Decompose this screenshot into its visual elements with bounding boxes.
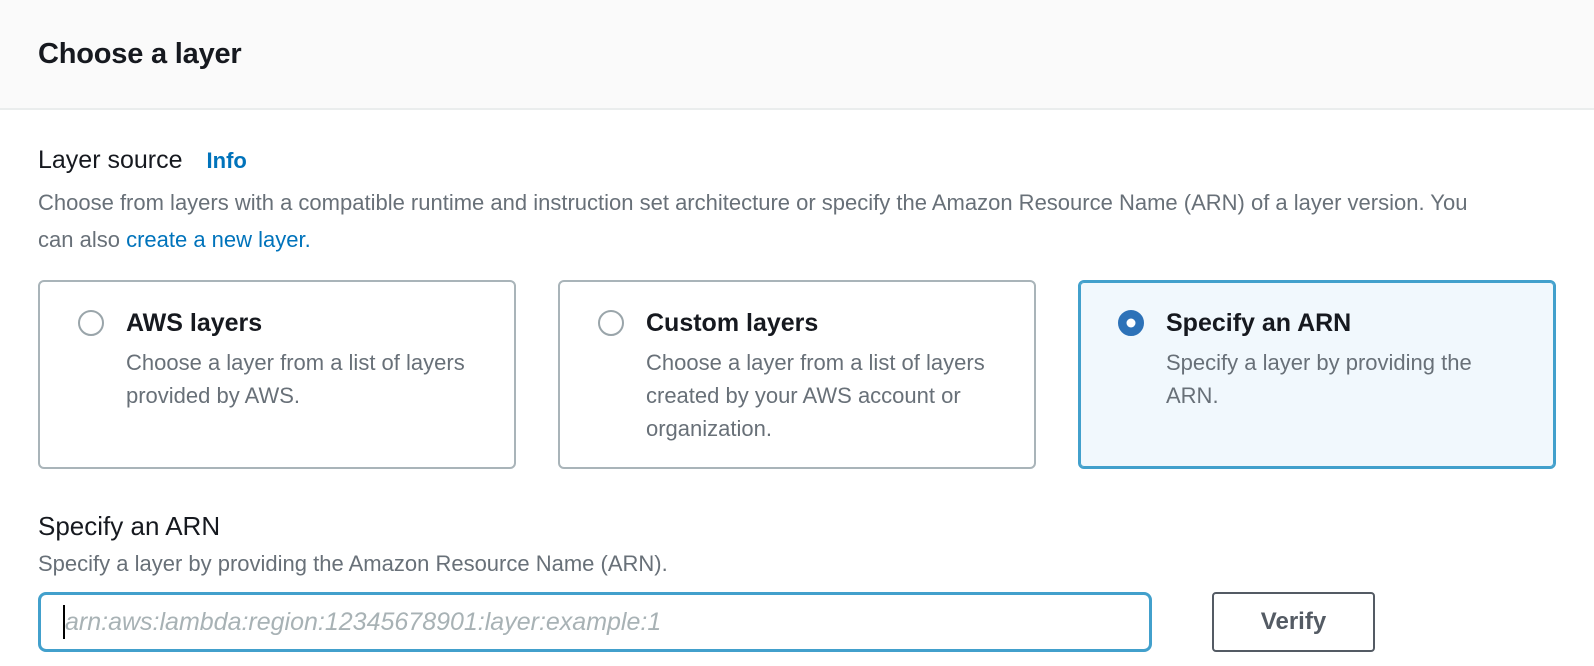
radio-button-icon[interactable] xyxy=(1118,310,1144,336)
option-description: Specify a layer by providing the ARN. xyxy=(1166,350,1472,408)
info-link[interactable]: Info xyxy=(206,148,247,173)
dialog-content: Layer source Info Choose from layers wit… xyxy=(0,110,1594,652)
arn-input-container xyxy=(38,592,1152,652)
radio-card-custom-layers[interactable]: Custom layers Choose a layer from a list… xyxy=(558,280,1036,469)
option-title: Custom layers xyxy=(646,309,819,337)
layer-source-description-text: Choose from layers with a compatible run… xyxy=(38,190,1468,252)
text-cursor xyxy=(63,605,65,639)
verify-button[interactable]: Verify xyxy=(1212,592,1375,652)
specify-arn-section: Specify an ARN Specify a layer by provid… xyxy=(38,511,1556,652)
layer-source-options: AWS layers Choose a layer from a list of… xyxy=(38,280,1556,469)
create-new-layer-link[interactable]: create a new layer. xyxy=(126,227,311,252)
layer-source-label-row: Layer source Info xyxy=(38,146,1556,175)
page-title: Choose a layer xyxy=(38,37,242,70)
arn-input-row: Verify xyxy=(38,592,1556,652)
radio-button-icon[interactable] xyxy=(598,310,624,336)
radio-card-specify-arn[interactable]: Specify an ARN Specify a layer by provid… xyxy=(1078,280,1556,469)
specify-arn-description: Specify a layer by providing the Amazon … xyxy=(38,551,668,576)
option-description: Choose a layer from a list of layers cre… xyxy=(646,350,985,441)
layer-source-description: Choose from layers with a compatible run… xyxy=(38,184,1508,258)
specify-arn-heading: Specify an ARN xyxy=(38,511,221,541)
layer-source-label: Layer source xyxy=(38,146,183,174)
option-title: Specify an ARN xyxy=(1166,309,1352,337)
radio-card-aws-layers[interactable]: AWS layers Choose a layer from a list of… xyxy=(38,280,516,469)
arn-input[interactable] xyxy=(65,607,1139,637)
layer-source-section: Layer source Info Choose from layers wit… xyxy=(38,146,1556,469)
option-title: AWS layers xyxy=(126,309,263,337)
radio-button-icon[interactable] xyxy=(78,310,104,336)
dialog-header: Choose a layer xyxy=(0,0,1594,110)
option-description: Choose a layer from a list of layers pro… xyxy=(126,350,465,408)
